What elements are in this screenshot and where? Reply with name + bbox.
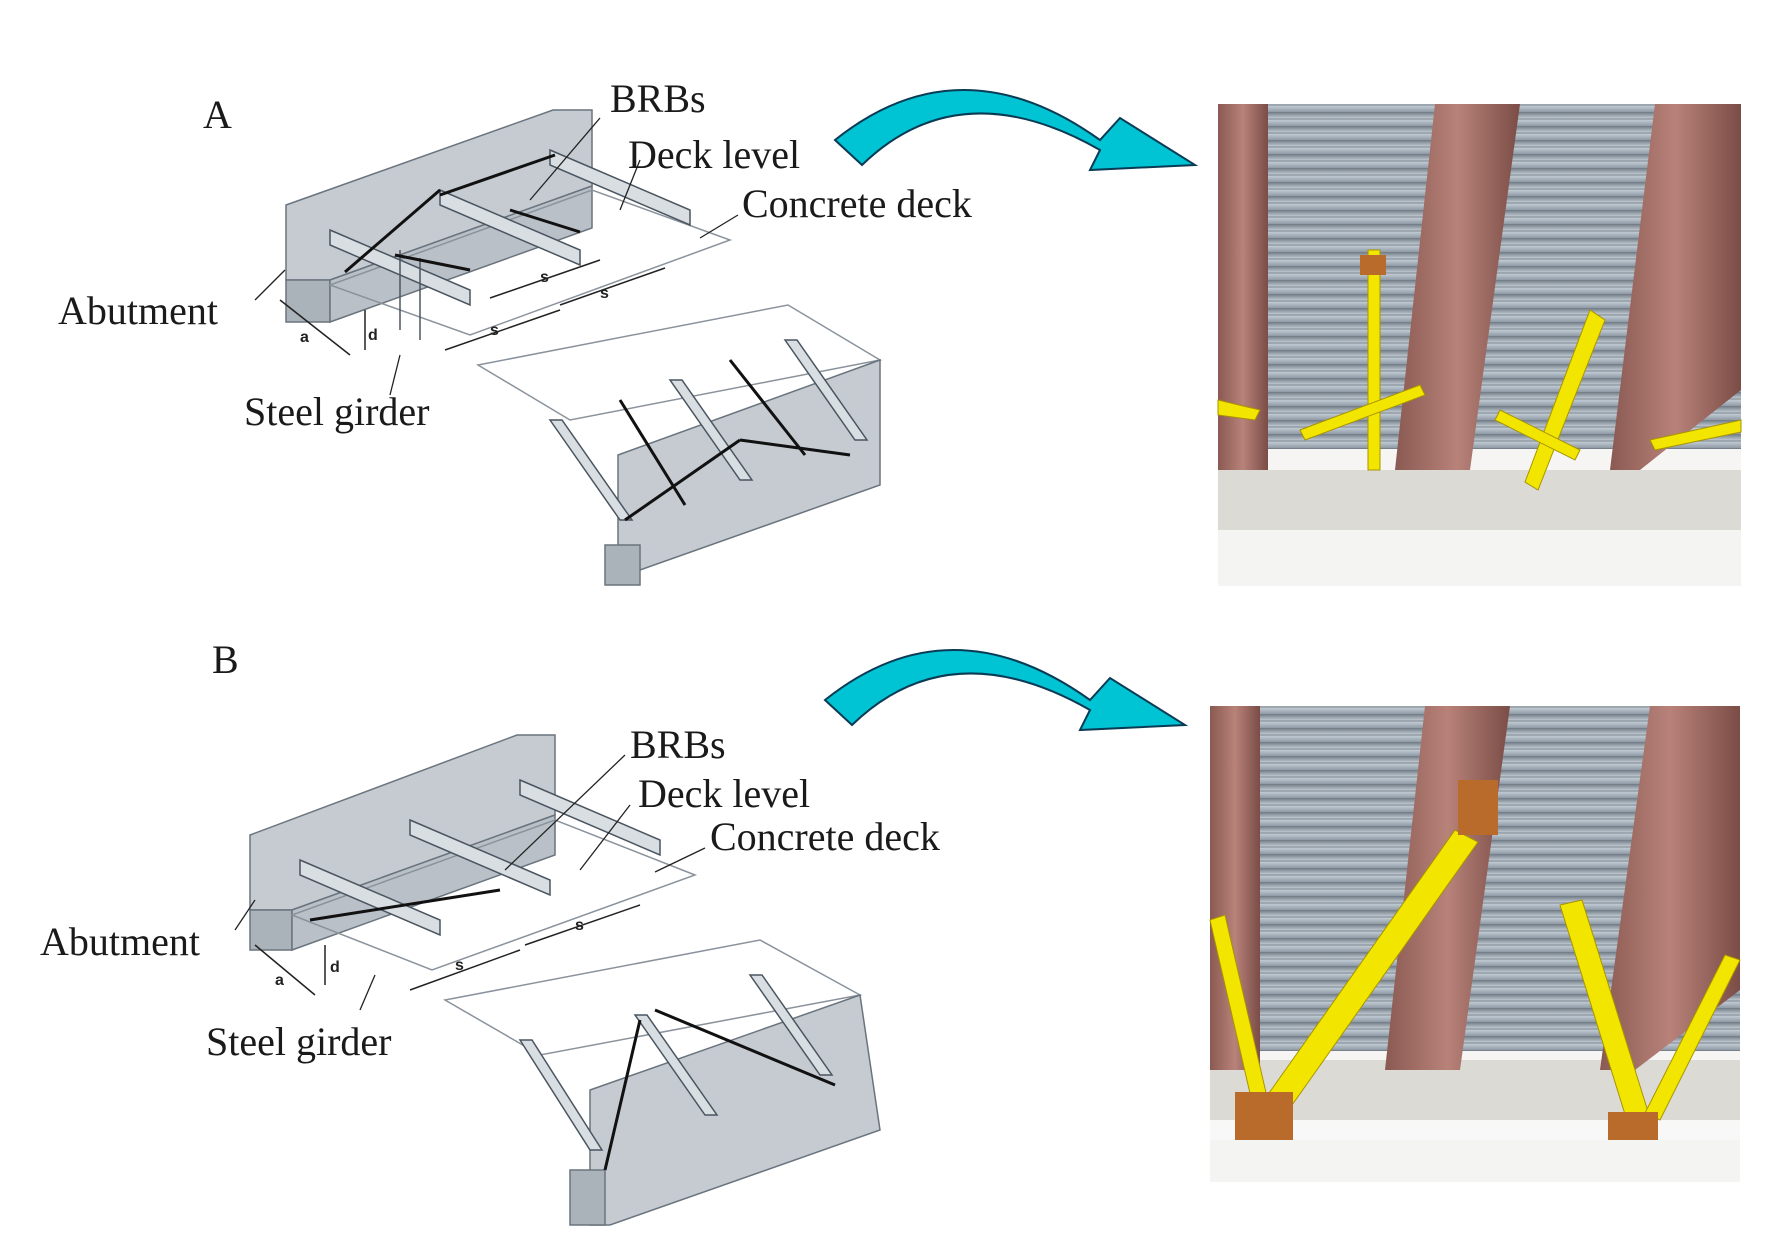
dim-s-label-1: s	[490, 322, 499, 339]
label-abutment-b: Abutment	[40, 919, 200, 964]
label-deck-level-a: Deck level	[628, 132, 800, 177]
panel-a: A	[58, 76, 1742, 586]
label-brbs-b: BRBs	[630, 722, 726, 767]
panel-b-brb-lines-lower	[603, 1008, 836, 1171]
panel-letter-a: A	[203, 92, 232, 137]
label-deck-level-b: Deck level	[638, 771, 810, 816]
panel-a-render-photo	[1217, 104, 1742, 586]
dim-a-label: a	[300, 329, 309, 346]
transition-arrow-a	[833, 89, 1199, 172]
label-steel-girder-b: Steel girder	[206, 1019, 392, 1064]
label-concrete-deck-b: Concrete deck	[710, 814, 940, 859]
dim-s-label-2: s	[600, 285, 609, 302]
dim-d-label-b: d	[330, 959, 340, 976]
dim-a-label-b: a	[275, 972, 284, 989]
panel-a-brb-lines-upper	[344, 153, 581, 274]
dim-s-label-b-1: s	[455, 957, 464, 974]
panel-a-dimensions	[279, 259, 666, 356]
panel-letter-b: B	[212, 637, 239, 682]
label-steel-girder-a: Steel girder	[244, 389, 430, 434]
panel-b-render-photo	[1209, 706, 1741, 1182]
label-brbs-a: BRBs	[610, 76, 706, 121]
dim-s-label-b-2: s	[575, 917, 584, 934]
dim-s-label-3: s	[540, 269, 549, 286]
panel-a-leaders	[254, 117, 739, 396]
panel-b-brb-lines-upper	[309, 888, 501, 922]
panel-b-abutment-sketch	[249, 734, 698, 971]
panel-b-lower-sketch	[442, 939, 881, 1226]
panel-b: B a	[40, 637, 1741, 1226]
transition-arrow-b	[823, 649, 1189, 732]
label-concrete-deck-a: Concrete deck	[742, 181, 972, 226]
panel-b-leaders	[234, 754, 706, 1011]
panel-b-dimensions	[254, 904, 641, 996]
panel-a-abutment-sketch	[285, 109, 733, 340]
panel-a-lower-sketch	[475, 304, 883, 586]
label-abutment-a: Abutment	[58, 288, 218, 333]
dim-d-label: d	[368, 327, 378, 344]
panel-a-brb-lines-lower	[618, 359, 851, 522]
